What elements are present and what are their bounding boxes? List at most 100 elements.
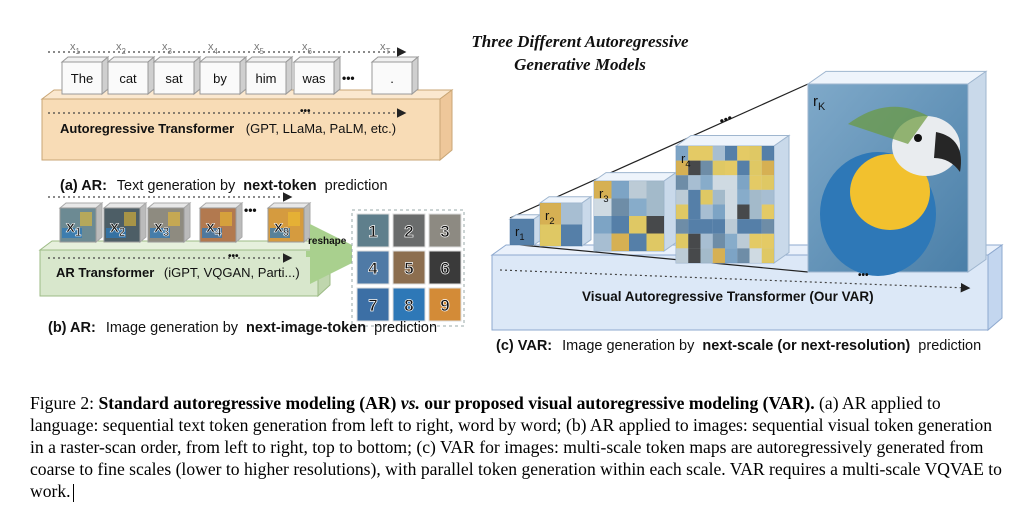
image-token-blue-patch <box>62 228 82 238</box>
grid-cell-number: 3 <box>440 222 449 241</box>
scale-map-top <box>674 135 791 147</box>
scale-map-pixel <box>761 175 774 190</box>
panel-b-transformer-label-bold: AR Transformer <box>56 265 154 280</box>
token-index-sub: 4 <box>214 47 219 56</box>
grid-cell-face <box>356 213 390 248</box>
scale-map-pixel <box>712 160 725 176</box>
diagram-svg: Autoregressive Transformer (GPT, LLaMa, … <box>38 41 1004 354</box>
token-index-sub: 3 <box>603 194 608 204</box>
panel-a-caption: (a) AR: Text generation by next-token pr… <box>60 178 388 194</box>
panel-c-ellipsis: ••• <box>718 111 735 128</box>
scale-map-pixel <box>749 189 762 205</box>
scale-map-index: r3 <box>599 186 609 204</box>
panel-a-bottom-ellipsis: ••• <box>300 106 311 117</box>
scale-map-pixel <box>725 175 738 190</box>
scale-map-side <box>533 213 541 246</box>
scale-map-pixel <box>594 216 612 234</box>
text-token-top <box>60 56 110 63</box>
panel-b-caption-tag: (b) AR: <box>48 320 96 336</box>
scale-map-pixel <box>700 175 713 190</box>
token-index: r <box>515 224 520 239</box>
caption-lead: Figure 2: <box>30 393 95 413</box>
panel-a-ellipsis: ••• <box>342 71 355 85</box>
caption-vs: vs. <box>400 393 420 413</box>
grid-cell-number: 8 <box>404 296 413 315</box>
image-token: x2 <box>102 201 148 244</box>
token-index: x <box>208 41 214 53</box>
caption-body: (a) AR applied to language: sequential t… <box>30 393 1002 501</box>
scale-map-pixel <box>749 175 762 190</box>
image-token-index: x1 <box>66 219 82 239</box>
panel-b-transformer-label-rest: (iGPT, VQGAN, Parti...) <box>164 265 300 280</box>
panel-a-transformer-box <box>41 98 441 161</box>
scale-map-pixel <box>725 219 738 234</box>
text-token-top <box>292 56 342 63</box>
scale-map-top <box>806 70 988 85</box>
text-token-word: him <box>256 71 277 86</box>
text-token-top <box>244 56 294 63</box>
text-token-side <box>285 55 293 96</box>
scale-map-pixel <box>594 233 612 251</box>
scale-map-pixel <box>712 204 725 220</box>
scale-map-pixel <box>594 181 612 199</box>
text-token-word: cat <box>119 71 137 86</box>
grid-cell-number: 9 <box>440 296 449 315</box>
panel-c: Visual Autoregressive Transformer (Our V… <box>490 70 1004 354</box>
text-token-face <box>61 61 103 95</box>
image-token-top <box>58 202 104 209</box>
text-token-word: . <box>390 71 394 86</box>
text-token-side <box>147 55 155 96</box>
text-token: by x4 <box>198 41 248 96</box>
token-index-sub: 6 <box>308 47 313 56</box>
grid-cell-number: 7 <box>368 296 377 315</box>
scale-map-pixel <box>611 181 629 199</box>
token-index: x <box>254 41 260 53</box>
token-index-sub: 9 <box>283 227 289 239</box>
image-token-blue-patch <box>270 228 290 238</box>
scale-map-pixel <box>761 160 774 176</box>
image-token: x9 <box>266 201 312 244</box>
scale-map-pixel <box>629 216 647 234</box>
grid-cell-face <box>356 250 390 285</box>
reshape-label: reshape <box>308 236 347 247</box>
grid-cell-face <box>356 287 390 322</box>
projection-line-bottom <box>509 243 809 273</box>
token-index: x <box>274 219 283 236</box>
scale-map-pixel <box>749 146 762 161</box>
panel-a: Autoregressive Transformer (GPT, LLaMa, … <box>40 41 454 194</box>
text-token-index: x6 <box>302 41 313 56</box>
panel-a-transformer-label: Autoregressive Transformer (GPT, LLaMa, … <box>60 121 396 136</box>
token-index: x <box>206 219 215 236</box>
image-token-side <box>95 201 103 244</box>
image-token-index: x4 <box>206 219 222 239</box>
text-token-top <box>106 56 156 63</box>
scale-map-pixel <box>712 233 725 249</box>
image-token-side <box>235 201 243 244</box>
image-token: x4 <box>198 201 244 244</box>
scale-map-pixel <box>761 233 774 249</box>
grid-cell-face <box>428 213 462 248</box>
token-index-sub: T <box>386 47 391 56</box>
text-token-word: by <box>213 71 227 86</box>
scale-map-pixel <box>737 248 750 263</box>
scale-map-index: r1 <box>515 224 525 242</box>
panel-a-caption-pre: Text generation by <box>117 178 236 194</box>
scale-map-pixel <box>688 219 701 234</box>
panel-c-transformer-label: Visual Autoregressive Transformer (Our V… <box>582 289 874 304</box>
panel-b-caption-pre: Image generation by <box>106 320 239 336</box>
grid-cell-number: 2 <box>404 222 413 241</box>
grid-cell-face <box>428 287 462 322</box>
token-index-sub: 5 <box>260 47 265 56</box>
text-token-index: xT <box>380 41 391 56</box>
scale-map-index: r2 <box>545 208 555 226</box>
token-index: x <box>70 41 76 53</box>
scale-map-pixel <box>540 224 561 246</box>
image-token-top <box>198 202 244 209</box>
scale-map-side <box>773 134 790 264</box>
text-token-word: was <box>301 71 326 86</box>
text-token: him x5 <box>244 41 294 96</box>
token-index-sub: 2 <box>119 227 125 239</box>
